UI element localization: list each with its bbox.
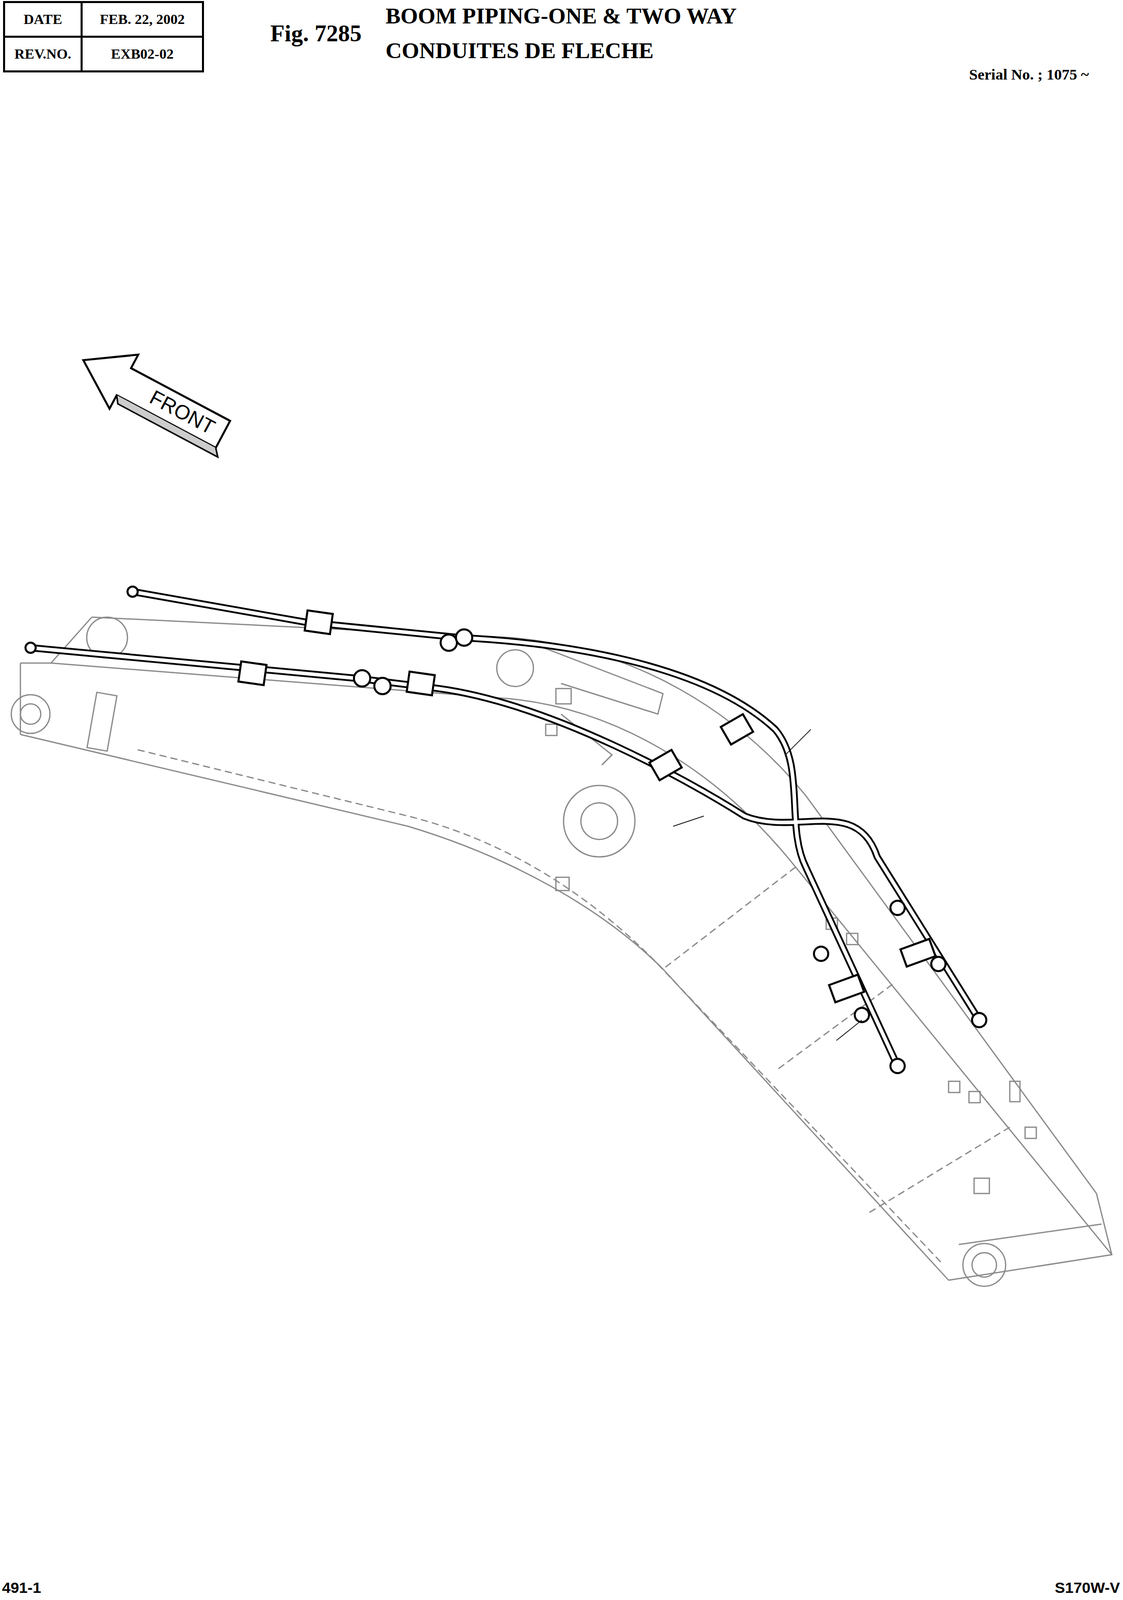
boom-body <box>11 617 1112 1287</box>
boom-pipes <box>30 591 980 1066</box>
front-arrow <box>68 333 243 465</box>
subtitle: CONDUITES DE FLECHE <box>385 38 654 64</box>
page-number: 491-1 <box>2 1578 42 1596</box>
figure-title: BOOM PIPING-ONE & TWO WAY <box>385 4 737 29</box>
table-cell: EXB02-02 <box>111 46 174 63</box>
pipe-fittings <box>25 586 987 1074</box>
table-cell: DATE <box>23 11 63 28</box>
table-cell: FEB. 22, 2002 <box>99 11 185 28</box>
header-table <box>4 2 203 72</box>
serial-note: Serial No. ; 1075 ~ <box>968 65 1089 83</box>
leader-lines <box>673 729 862 1041</box>
table-cell: REV.NO. <box>14 46 72 63</box>
model-number: S170W-V <box>1054 1578 1120 1596</box>
figure-number: Fig. 7285 <box>270 20 362 47</box>
